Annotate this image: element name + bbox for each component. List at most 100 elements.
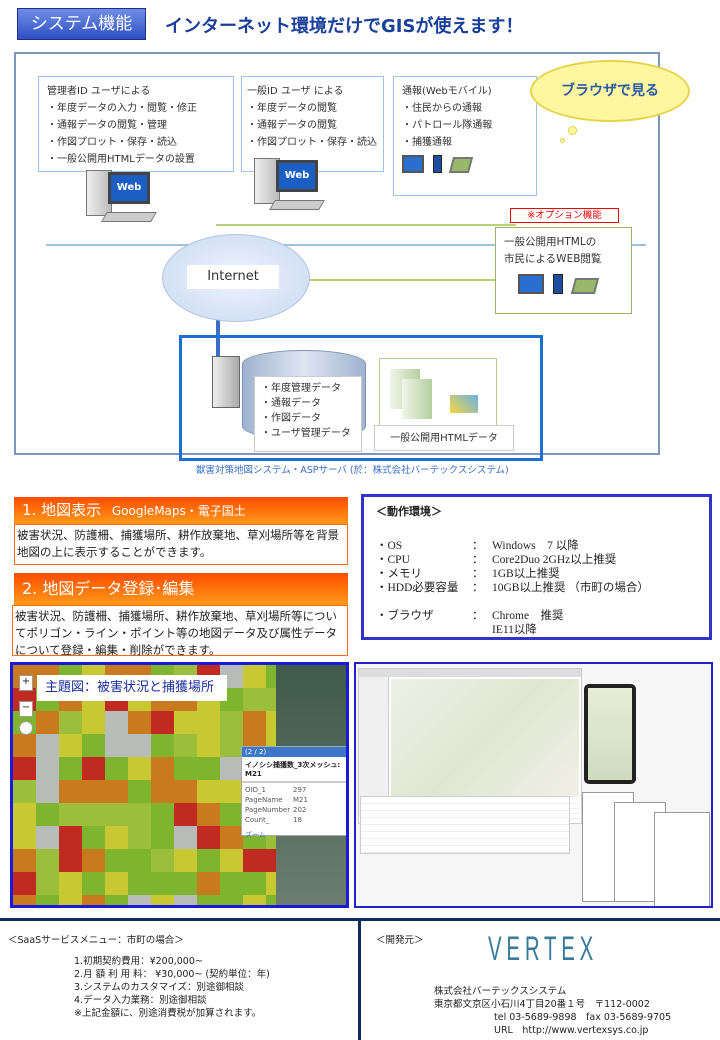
field-value: 202 bbox=[293, 806, 307, 814]
map-mesh-cell bbox=[59, 711, 82, 734]
map-mesh-cell bbox=[220, 895, 243, 905]
list-item: ・作図データ bbox=[261, 413, 321, 424]
section1-title: 1. 地図表示 bbox=[22, 501, 102, 519]
map-mesh-cell bbox=[105, 849, 128, 872]
web-label: Web bbox=[276, 160, 318, 192]
map-mesh-cell bbox=[128, 826, 151, 849]
map-mesh-cell bbox=[197, 872, 220, 895]
map-mesh-cell bbox=[105, 711, 128, 734]
section1-subtitle: GoogleMaps・電子国土 bbox=[111, 504, 246, 518]
map-mesh-cell bbox=[13, 849, 36, 872]
user-box: 一般ID ユーザ による ・年度データの閲覧 ・通報データの閲覧 ・作図プロット… bbox=[241, 76, 384, 172]
server-caption: 獣害対策地図システム・ASPサーバ (於：株式会社バーテックスシステム) bbox=[196, 465, 509, 476]
map-mesh-cell bbox=[59, 803, 82, 826]
map-mesh-cell bbox=[197, 849, 220, 872]
admin-box: 管理者ID ユーザによる ・年度データの入力・閲覧・修正 ・通報データの閲覧・管… bbox=[38, 76, 234, 172]
browser-cloud: ブラウザで見る bbox=[530, 60, 690, 122]
map-mesh-cell bbox=[197, 711, 220, 734]
list-item: ・年度管理データ bbox=[261, 383, 341, 394]
env-row: ・HDD必要容量 ： 10GB以上推奨 （市町の場合） bbox=[376, 581, 697, 595]
map-mesh-cell bbox=[220, 826, 243, 849]
connector bbox=[46, 244, 646, 246]
list-item: ・通報データ bbox=[261, 398, 321, 409]
map-mesh-cell bbox=[105, 803, 128, 826]
company-url[interactable]: URL http://www.vertexsys.co.jp bbox=[494, 1025, 649, 1036]
connector bbox=[216, 314, 220, 374]
section2-text: 被害状況、防護柵、捕獲場所、耕作放棄地、草刈場所等についてポリゴン・ライン・ポイ… bbox=[12, 605, 348, 657]
map-mesh-cell bbox=[36, 711, 59, 734]
list-item: 3.システムのカスタマイズ：別途御相談 bbox=[74, 982, 244, 993]
env-key: ・OS bbox=[376, 540, 403, 552]
saas-menu: 1.初期契約費用：¥200,000~ 2.月 額 利 用 料： ¥30,000~… bbox=[74, 955, 270, 1020]
field-name: PageNumber bbox=[245, 806, 291, 814]
map-mesh-cell bbox=[174, 895, 197, 905]
tablet-icon bbox=[570, 278, 599, 294]
map-mesh-cell bbox=[105, 872, 128, 895]
map-mesh-cell bbox=[59, 826, 82, 849]
env-colon: ： bbox=[472, 582, 484, 594]
map-mesh-cell bbox=[13, 734, 36, 757]
env-value: 10GB以上推奨 （市町の場合） bbox=[492, 582, 649, 594]
env-value: Chrome 推奨 bbox=[492, 610, 564, 622]
map-mesh-cell bbox=[220, 872, 243, 895]
map-mesh-cell bbox=[36, 780, 59, 803]
map-mesh-cell bbox=[105, 895, 128, 905]
list-item: ・通報データの閲覧・管理 bbox=[47, 120, 167, 131]
map-mesh-cell bbox=[197, 803, 220, 826]
thematic-map[interactable]: + − 主題図：被害状況と捕獲場所 (2 / 2) イノシシ捕獲数_3次メッシュ… bbox=[10, 662, 349, 908]
map-mesh-cell bbox=[36, 757, 59, 780]
map-mesh-cell bbox=[243, 665, 266, 688]
saas-title: ＜SaaSサービスメニュー：市町の場合＞ bbox=[8, 935, 184, 946]
list-item: ※上記金額に、別途消費税が加算されます。 bbox=[74, 1008, 262, 1019]
footer-vertical-divider bbox=[358, 921, 361, 1040]
map-mesh-cell bbox=[13, 872, 36, 895]
map-mesh-cell bbox=[105, 734, 128, 757]
vertex-logo: VERTEX bbox=[488, 930, 599, 968]
env-value: 1GB以上推奨 bbox=[492, 568, 560, 580]
locate-button[interactable] bbox=[19, 721, 33, 735]
map-mesh-cell bbox=[174, 734, 197, 757]
map-title: 主題図：被害状況と捕獲場所 bbox=[37, 675, 227, 701]
map-mesh-cell bbox=[59, 780, 82, 803]
map-mesh-cell bbox=[36, 849, 59, 872]
zoom-in-button[interactable]: + bbox=[19, 675, 33, 691]
map-mesh-cell bbox=[59, 895, 82, 905]
map-mesh-cell bbox=[151, 803, 174, 826]
map-mesh-cell bbox=[243, 849, 266, 872]
map-mesh-cell bbox=[82, 895, 105, 905]
report-box-title: 通報(Webモバイル) bbox=[402, 86, 492, 97]
list-item: 4.データ入力業務：別途御相談 bbox=[74, 995, 207, 1006]
env-colon: ： bbox=[472, 568, 484, 580]
env-value: Windows 7 以降 bbox=[492, 540, 579, 552]
tablet-icon bbox=[449, 157, 474, 173]
public-box-line: 一般公開用HTMLの bbox=[504, 236, 597, 248]
env-title: ＜動作環境＞ bbox=[376, 505, 442, 518]
map-mesh-cell bbox=[151, 780, 174, 803]
popup-zoom-link[interactable]: ズーム bbox=[245, 831, 266, 839]
map-mesh-cell bbox=[82, 803, 105, 826]
report-box: 通報(Webモバイル) ・住民からの通報 ・パトロール隊通報 ・捕獲通報 bbox=[393, 76, 537, 196]
env-colon: ： bbox=[472, 554, 484, 566]
env-row: ・CPU：Core2Duo 2GHz以上推奨 bbox=[376, 553, 697, 567]
list-item: ・通報データの閲覧 bbox=[247, 120, 337, 131]
map-mesh-cell bbox=[151, 711, 174, 734]
popup-header: (2 / 2) bbox=[242, 747, 346, 757]
map-mesh-cell bbox=[36, 826, 59, 849]
zoom-out-button[interactable]: − bbox=[19, 701, 33, 717]
env-key: ・HDD必要容量 bbox=[376, 582, 459, 594]
admin-computer-icon: Web bbox=[86, 166, 157, 224]
map-mesh-cell bbox=[82, 849, 105, 872]
map-mesh-cell bbox=[82, 826, 105, 849]
map-mesh-cell bbox=[82, 734, 105, 757]
public-html-box: 一般公開用HTMLの 市民によるWEB閲覧 bbox=[495, 227, 632, 314]
connector bbox=[306, 279, 496, 281]
env-key: ・ブラウザ bbox=[376, 610, 434, 622]
server-box: ・年度管理データ ・通報データ ・作図データ ・ユーザ管理データ 一般公開用HT… bbox=[179, 335, 543, 461]
list-item: ・パトロール隊通報 bbox=[402, 120, 493, 131]
map-mesh-cell bbox=[59, 757, 82, 780]
